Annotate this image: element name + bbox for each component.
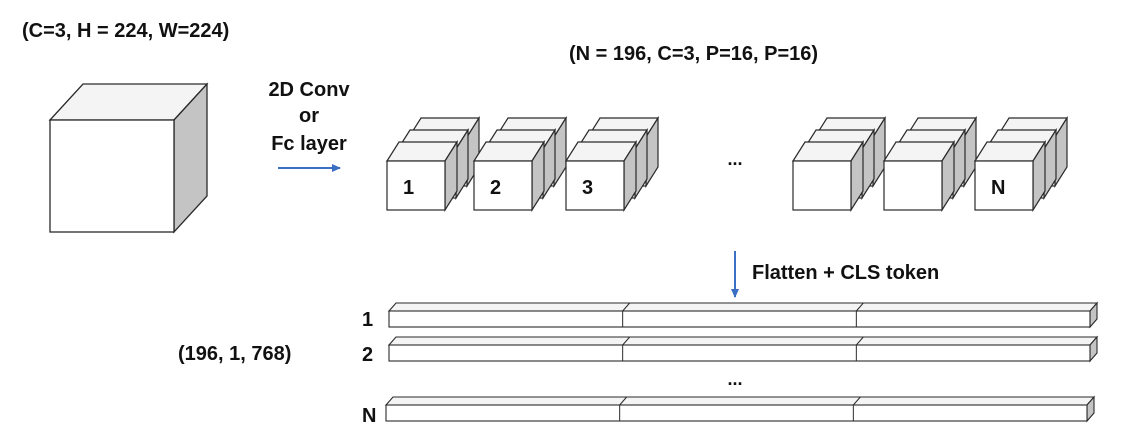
- token-bar: 1: [362, 301, 1099, 331]
- token-bar-top: [384, 396, 1096, 406]
- operation-label-line1: 2D Conv: [268, 79, 350, 101]
- token-bar-divider-top: [619, 396, 628, 406]
- cube-front-face: [565, 160, 625, 211]
- patch-stacks: 1 2 3 N: [385, 115, 1069, 213]
- token-bar: N: [362, 395, 1096, 427]
- patch-stack: [882, 115, 978, 213]
- operation-label-line2: or: [299, 105, 319, 127]
- token-bar-front: [388, 344, 1091, 362]
- token-bar-top: [387, 302, 1099, 312]
- patch-index-label: 3: [582, 177, 593, 199]
- token-bar: 2: [362, 335, 1099, 366]
- input-shape-label: (C=3, H = 224, W=224): [22, 20, 229, 42]
- token-row-label: N: [362, 405, 376, 427]
- token-bar-front: [385, 404, 1088, 422]
- patch-shape-label: (N = 196, C=3, P=16, P=16): [569, 43, 818, 65]
- token-bar-divider-top: [855, 336, 864, 346]
- patch-ellipsis: ...: [727, 149, 742, 169]
- token-bar-front: [388, 310, 1091, 328]
- cube-front-face: [792, 160, 852, 211]
- cube-front-face: [974, 160, 1034, 211]
- token-row-label: 2: [362, 344, 373, 366]
- patch-index-label: 2: [490, 177, 501, 199]
- token-bar-top: [387, 336, 1099, 346]
- embedding-shape-label: (196, 1, 768): [178, 343, 291, 365]
- patch-cube-front: [791, 139, 865, 213]
- patch-cube-front: [882, 139, 956, 213]
- patch-stack: [791, 115, 887, 213]
- token-ellipsis: ...: [727, 369, 742, 389]
- patch-index-label: 1: [403, 177, 414, 199]
- token-bar-divider-top: [855, 302, 864, 312]
- patch-cube-front: 1: [385, 139, 459, 213]
- token-row-label: 1: [362, 309, 373, 331]
- flatten-label: Flatten + CLS token: [752, 262, 939, 284]
- cube-front-face: [473, 160, 533, 211]
- token-bars: 1 2N: [362, 301, 1099, 427]
- patch-stack: 2: [472, 115, 568, 213]
- patch-stack: 1: [385, 115, 481, 213]
- patch-cube-front: 3: [564, 139, 638, 213]
- input-image-cube: [48, 82, 209, 234]
- token-bar-divider-top: [622, 302, 631, 312]
- operation-label-line3: Fc layer: [271, 133, 347, 155]
- patch-stack: N: [973, 115, 1069, 213]
- patch-index-label: N: [991, 177, 1005, 199]
- input-cube-front: [49, 119, 175, 233]
- cube-front-face: [386, 160, 446, 211]
- cube-front-face: [883, 160, 943, 211]
- token-bar-divider-top: [852, 396, 861, 406]
- patch-cube-front: N: [973, 139, 1047, 213]
- patch-stack: 3: [564, 115, 660, 213]
- token-bar-divider-top: [622, 336, 631, 346]
- patch-cube-front: 2: [472, 139, 546, 213]
